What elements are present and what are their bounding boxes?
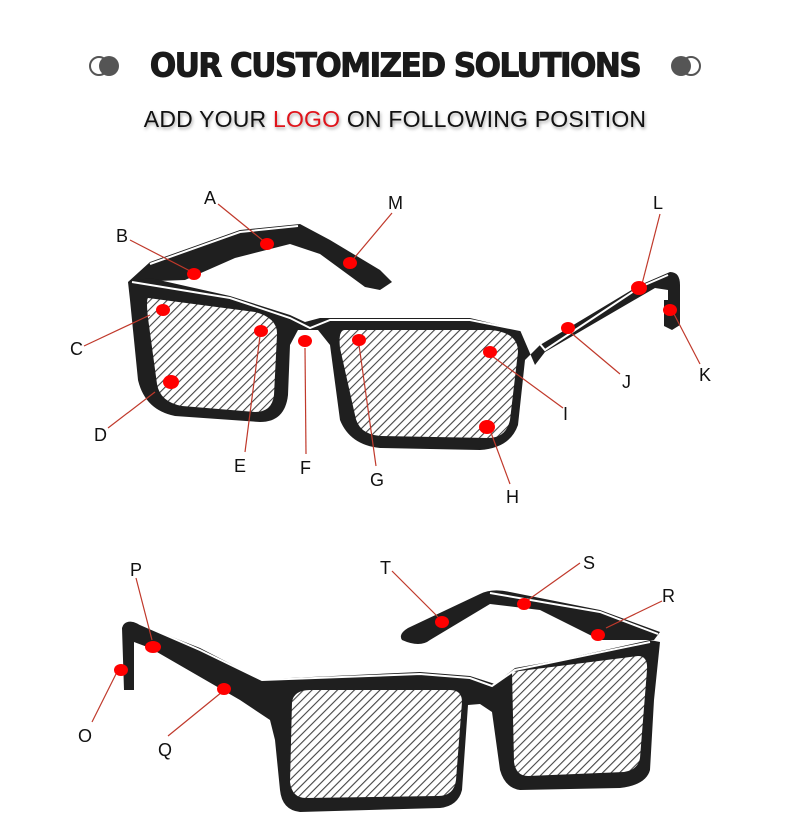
marker-g[interactable] — [352, 334, 366, 346]
double-circle-right-icon — [668, 55, 702, 77]
label-a: A — [204, 188, 216, 208]
marker-c[interactable] — [156, 304, 170, 316]
label-q: Q — [158, 740, 172, 760]
label-g: G — [370, 470, 384, 490]
marker-t[interactable] — [435, 616, 449, 628]
subtitle: ADD YOUR LOGO ON FOLLOWING POSITION — [0, 106, 790, 133]
label-j: J — [622, 372, 631, 392]
marker-j[interactable] — [561, 322, 575, 334]
label-r: R — [662, 586, 675, 606]
marker-k[interactable] — [663, 304, 677, 316]
marker-h[interactable] — [479, 420, 495, 434]
back-labels: P O Q T S R — [78, 553, 675, 760]
label-l: L — [653, 193, 663, 213]
marker-d[interactable] — [163, 375, 179, 389]
subtitle-logo-highlight: LOGO — [272, 106, 341, 132]
front-view-glasses — [128, 224, 680, 450]
label-m: M — [388, 193, 403, 213]
marker-l[interactable] — [631, 281, 647, 295]
title-row: OUR CUSTOMIZED SOLUTIONS — [0, 44, 790, 88]
back-leader-lines — [91, 562, 663, 737]
marker-o[interactable] — [114, 664, 128, 676]
label-f: F — [300, 458, 311, 478]
front-labels: A B M C D E F G H I J K L — [70, 188, 711, 507]
front-markers — [156, 238, 677, 434]
label-b: B — [116, 226, 128, 246]
label-c: C — [70, 339, 83, 359]
label-p: P — [130, 560, 142, 580]
marker-i[interactable] — [483, 346, 497, 358]
back-markers — [114, 598, 605, 695]
label-h: H — [506, 487, 519, 507]
marker-q[interactable] — [217, 683, 231, 695]
front-leader-lines — [83, 203, 701, 485]
label-i: I — [563, 404, 568, 424]
label-t: T — [380, 558, 391, 578]
marker-b[interactable] — [187, 268, 201, 280]
label-s: S — [583, 553, 595, 573]
subtitle-prefix: ADD YOUR — [143, 106, 273, 132]
marker-r[interactable] — [591, 629, 605, 641]
marker-s[interactable] — [517, 598, 531, 610]
marker-a[interactable] — [260, 238, 274, 250]
marker-f[interactable] — [298, 335, 312, 347]
marker-e[interactable] — [254, 325, 268, 337]
marker-m[interactable] — [343, 257, 357, 269]
marker-p[interactable] — [145, 641, 161, 653]
subtitle-suffix: ON FOLLOWING POSITION — [340, 106, 647, 132]
label-o: O — [78, 726, 92, 746]
label-d: D — [94, 425, 107, 445]
back-view-glasses — [122, 590, 660, 812]
label-k: K — [699, 365, 711, 385]
page-title: OUR CUSTOMIZED SOLUTIONS — [149, 47, 642, 86]
header: OUR CUSTOMIZED SOLUTIONS ADD YOUR LOGO O… — [0, 0, 790, 150]
double-circle-left-icon — [88, 55, 122, 77]
label-e: E — [234, 456, 246, 476]
